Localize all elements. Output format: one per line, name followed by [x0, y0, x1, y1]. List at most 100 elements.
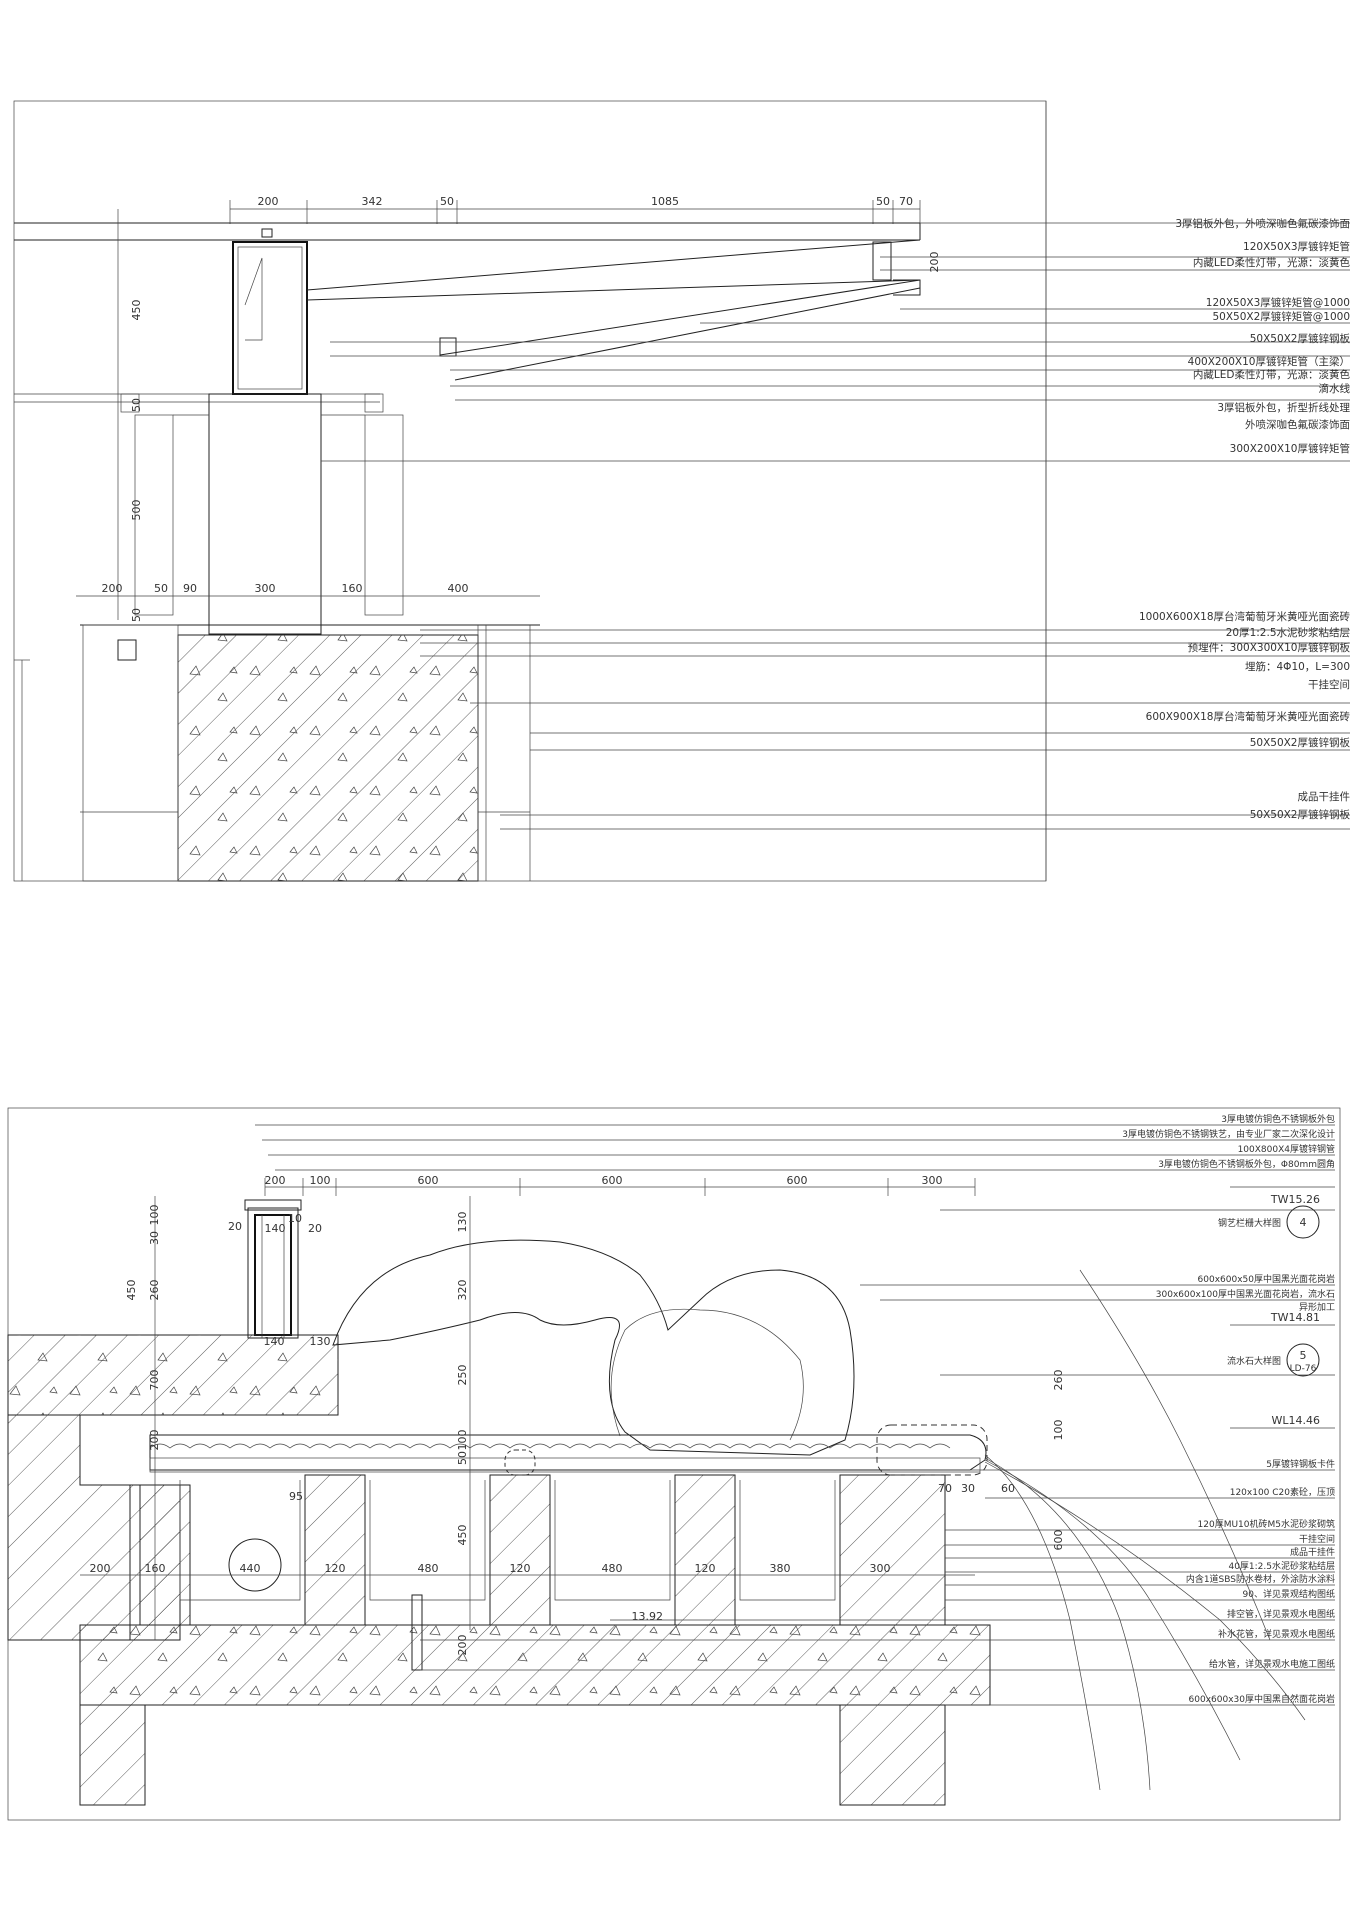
elevation-label: 13.92 [632, 1610, 664, 1623]
annotation-note: 50X50X2厚镀锌钢板 [1250, 808, 1351, 821]
annotation-note: 预埋件：300X300X10厚镀锌钢板 [1188, 641, 1351, 654]
annotation-note: 40厚1:2.5水泥砂浆粘结层 [1228, 1560, 1335, 1572]
dimension-label: 450 [456, 1525, 469, 1546]
dimension-label: 600 [602, 1174, 623, 1187]
dimension-label: 380 [770, 1562, 791, 1575]
annotation-note: 400X200X10厚镀锌矩管（主梁） [1188, 355, 1350, 368]
annotation-note: 干挂空间 [1299, 1533, 1335, 1545]
dimension-label: 200 [928, 252, 941, 273]
dimension-label: 60 [1001, 1482, 1015, 1495]
dimension-label: 200 [456, 1635, 469, 1656]
callout-number: 4 [1300, 1216, 1307, 1229]
dimension-label: 100 [310, 1174, 331, 1187]
dimension-label: 1085 [651, 195, 679, 208]
dimension-label: 70 [938, 1482, 952, 1495]
annotation-note: 给水管，详见景观水电施工图纸 [1209, 1658, 1335, 1670]
callout-number: 5 [1300, 1349, 1307, 1362]
annotation-note: 300X200X10厚镀锌矩管 [1230, 442, 1350, 455]
annotation-note: 600X900X18厚台湾葡萄牙米黄哑光面瓷砖 [1146, 710, 1351, 723]
dimension-label: 130 [310, 1335, 331, 1348]
annotation-note: 排空管，详见景观水电图纸 [1227, 1608, 1335, 1620]
annotation-note: 120X50X3厚镀锌矩管@1000 [1206, 296, 1350, 309]
dimension-label: 20 [308, 1222, 322, 1235]
annotation-note: 50X50X2厚镀锌矩管@1000 [1212, 310, 1350, 323]
dimension-label: 140 [265, 1222, 286, 1235]
dimension-label: 300 [870, 1562, 891, 1575]
dimension-label: 50 [440, 195, 454, 208]
callout-circle [1286, 1205, 1320, 1239]
dimension-label: 342 [362, 195, 383, 208]
dimension-label: 160 [342, 582, 363, 595]
dimension-label: 500 [130, 500, 143, 521]
annotation-note: 120X50X3厚镀锌矩管 [1243, 240, 1350, 253]
annotation-note: 3厚电镀仿铜色不锈钢板外包，Φ80mm圆角 [1158, 1158, 1335, 1170]
dimension-label: 260 [1052, 1370, 1065, 1391]
dimension-label: 300 [255, 582, 276, 595]
dimension-label: 440 [240, 1562, 261, 1575]
dimension-label: 90 [183, 582, 197, 595]
dimension-label: 160 [145, 1562, 166, 1575]
annotation-note: 内含1道SBS防水卷材，外涂防水涂料 [1186, 1573, 1335, 1585]
elevation-label: WL14.46 [1272, 1414, 1321, 1427]
annotation-note: 内藏LED柔性灯带，光源：淡黄色 [1193, 368, 1351, 381]
dimension-label: 600 [787, 1174, 808, 1187]
annotation-note: 300x600x100厚中国黑光面花岗岩，流水石 [1156, 1288, 1335, 1300]
dimension-label: 600 [418, 1174, 439, 1187]
annotation-note: 3厚电镀仿铜色不锈钢板外包 [1221, 1113, 1335, 1125]
bottom-annotation-notes: 3厚电镀仿铜色不锈钢板外包3厚电镀仿铜色不锈钢铁艺，由专业厂家二次深化设计100… [1122, 1113, 1335, 1705]
annotation-note: 5厚镀锌钢板卡件 [1266, 1458, 1335, 1470]
dimension-label: 50 [456, 1451, 469, 1465]
dimension-label: 30 [148, 1231, 161, 1245]
annotation-note: 600x600x50厚中国黑光面花岗岩 [1198, 1273, 1335, 1285]
dimension-label: 95 [289, 1490, 303, 1503]
dimension-label: 250 [456, 1365, 469, 1386]
dimension-label: 300 [922, 1174, 943, 1187]
annotation-note: 120x100 C20素砼，压顶 [1230, 1486, 1335, 1498]
dimension-label: 260 [148, 1280, 161, 1301]
dimension-label: 140 [264, 1335, 285, 1348]
dimension-label: 480 [602, 1562, 623, 1575]
dimension-label: 480 [418, 1562, 439, 1575]
dimension-label: 120 [695, 1562, 716, 1575]
dimension-label: 100 [1052, 1420, 1065, 1441]
dimension-label: 320 [456, 1280, 469, 1301]
dimension-label: 120 [325, 1562, 346, 1575]
dimension-label: 30 [961, 1482, 975, 1495]
dimension-label: 600 [1052, 1530, 1065, 1551]
annotation-note: 埋筋：4Φ10，L=300 [1245, 660, 1350, 673]
annotation-note: 成品干挂件 [1298, 790, 1351, 803]
annotation-note: 外喷深咖色氟碳漆饰面 [1245, 418, 1350, 431]
annotation-note: 3厚铝板外包，外喷深咖色氟碳漆饰面 [1175, 217, 1350, 230]
annotation-note: 滴水线 [1319, 382, 1351, 395]
dimension-label: 50 [876, 195, 890, 208]
annotation-note: 补水花管，详见景观水电图纸 [1218, 1628, 1335, 1640]
annotation-note: 600x600x30厚中国黑自然面花岗岩 [1189, 1693, 1335, 1705]
annotation-note: 内藏LED柔性灯带，光源：淡黄色 [1193, 256, 1351, 269]
dimension-label: 10 [288, 1212, 302, 1225]
dimension-label: 50 [130, 608, 143, 622]
dimension-label: 70 [899, 195, 913, 208]
dimension-label: 100 [456, 1430, 469, 1451]
callout-label: 流水石大样图 [1227, 1355, 1281, 1367]
annotation-note: 120厚MU10机砖M5水泥砂浆砌筑 [1198, 1518, 1335, 1530]
dimension-label: 450 [125, 1280, 138, 1301]
annotation-note: 50X50X2厚镀锌钢板 [1250, 736, 1351, 749]
annotation-note: 3厚铝板外包，折型折线处理 [1217, 401, 1350, 414]
annotation-note: 成品干挂件 [1290, 1546, 1335, 1558]
dimension-label: 50 [130, 398, 143, 412]
elevation-label: TW15.26 [1270, 1193, 1320, 1206]
dimension-label: 200 [148, 1430, 161, 1451]
dimension-label: 100 [148, 1205, 161, 1226]
callout-label: 钢艺栏栅大样图 [1218, 1217, 1281, 1229]
annotation-note: 100X800X4厚镀锌钢管 [1238, 1143, 1335, 1155]
dimension-label: 50 [154, 582, 168, 595]
dimension-label: 200 [265, 1174, 286, 1187]
